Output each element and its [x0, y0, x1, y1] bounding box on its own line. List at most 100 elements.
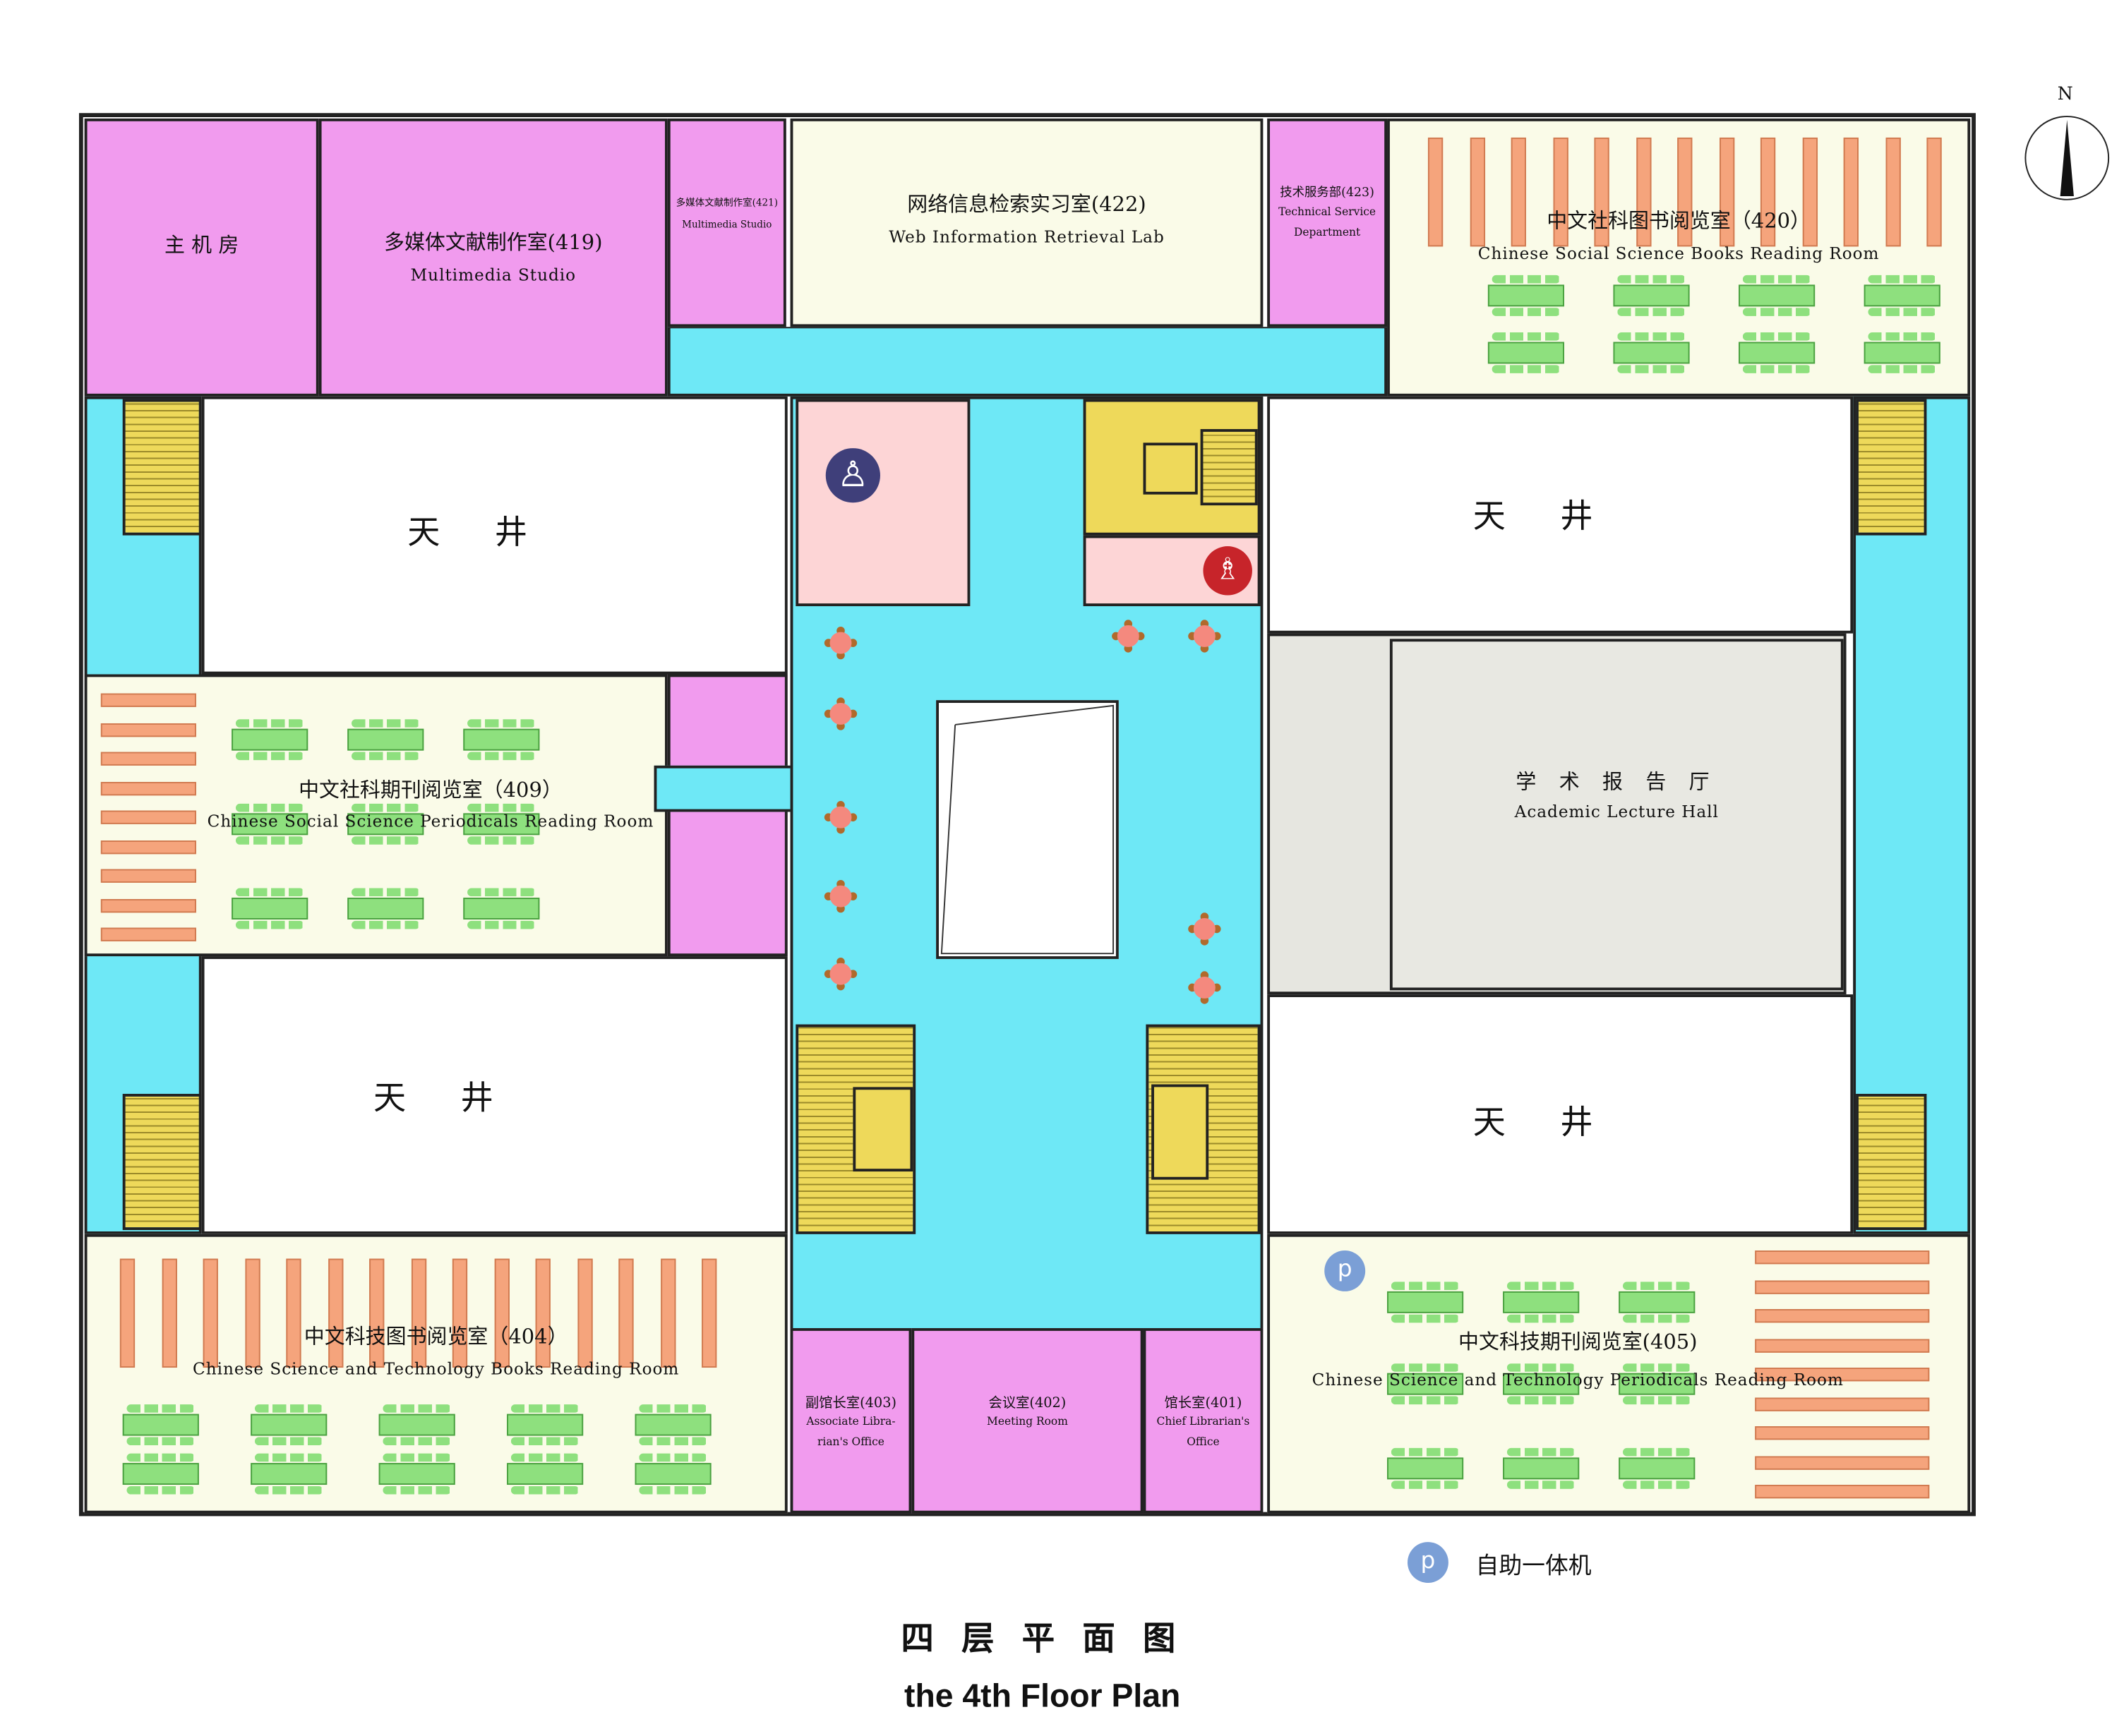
bookshelf [100, 781, 196, 795]
landing [1151, 1084, 1209, 1180]
bookshelf [244, 1258, 260, 1368]
room-label: 馆长室(401) [1164, 1396, 1242, 1411]
room-label-en: Multimedia Studio [410, 265, 577, 285]
lecture-hall[interactable]: 学 术 报 告 厅 Academic Lecture Hall [1267, 633, 1847, 995]
reading-table [463, 888, 540, 929]
reading-table [347, 803, 424, 845]
bookshelf [1552, 137, 1568, 247]
bookshelf [1755, 1455, 1930, 1469]
room-409[interactable]: 中文社科期刊阅览室（409） Chinese Social Science Pe… [84, 674, 668, 957]
bookshelf [161, 1258, 176, 1368]
reading-table [1739, 332, 1816, 373]
reading-table [1613, 275, 1690, 316]
room-label-en: Web Information Retrieval Lab [889, 227, 1165, 247]
bookshelf [535, 1258, 551, 1368]
reading-table [463, 719, 540, 761]
room-label: 技术服务部(423) [1280, 186, 1374, 200]
bookshelf [369, 1258, 385, 1368]
reading-table [251, 1453, 328, 1495]
seating-stool [829, 703, 852, 725]
seating-stool [829, 963, 852, 985]
room-401[interactable]: 馆长室(401) Chief Librarian's Office [1143, 1328, 1264, 1514]
reading-table [232, 803, 308, 845]
bookshelf [410, 1258, 426, 1368]
bookshelf [1926, 137, 1942, 247]
bookshelf [328, 1258, 343, 1368]
seating-stool [829, 632, 852, 654]
bookshelf [1755, 1426, 1930, 1440]
elevator-icon [853, 1087, 913, 1172]
womens-restroom[interactable]: ♗ [1083, 535, 1261, 606]
north-corridor [667, 327, 1388, 397]
reading-table [122, 1404, 199, 1446]
lightwell-label: 天井 [1472, 1103, 1648, 1142]
reading-table [1487, 275, 1564, 316]
reading-table [1503, 1363, 1580, 1405]
room-405[interactable]: p 中文科技期刊阅览室(405) Chinese Science and Tec… [1267, 1234, 1971, 1514]
bookshelf [1760, 137, 1776, 247]
bookshelf [100, 723, 196, 737]
seating-stool [829, 806, 852, 828]
lightwell: 天井 [1267, 396, 1854, 634]
room-label-en: Academic Lecture Hall [1514, 802, 1719, 821]
bookshelf [1843, 137, 1859, 247]
room-419[interactable]: 多媒体文献制作室(419) Multimedia Studio [318, 118, 668, 397]
reading-table [1619, 1363, 1696, 1405]
reading-table [635, 1453, 712, 1495]
reading-table [1487, 332, 1564, 373]
bookshelf [493, 1258, 509, 1368]
room-422[interactable]: 网络信息检索实习室(422) Web Information Retrieval… [790, 118, 1264, 327]
reading-table [1864, 332, 1940, 373]
room-420[interactable]: 中文社科图书阅览室（420） Chinese Social Science Bo… [1387, 118, 1971, 397]
self-service-kiosk-marker[interactable]: p [1324, 1250, 1366, 1291]
bookshelf [100, 927, 196, 941]
room-label: 主 机 房 [164, 233, 239, 258]
room-421[interactable]: 多媒体文献制作室(421) Multimedia Studio [667, 118, 786, 327]
room-label: 副馆长室(403) [805, 1396, 897, 1411]
bookshelf [1755, 1279, 1930, 1294]
reading-table [347, 888, 424, 929]
room-label: 学 术 报 告 厅 [1516, 769, 1718, 795]
room-label-en: Technical Service [1278, 205, 1376, 218]
room-label-en: Office [1187, 1435, 1220, 1448]
compass [2024, 116, 2110, 200]
room-label: 多媒体文献制作室(419) [384, 230, 603, 255]
room-404[interactable]: 中文科技图书阅览室（404） Chinese Science and Techn… [84, 1234, 788, 1514]
atrium-void [936, 700, 1119, 959]
small-office[interactable] [667, 674, 788, 957]
hall-main [1389, 639, 1844, 991]
bookshelf [1469, 137, 1485, 247]
lightwell-label: 天井 [1472, 497, 1648, 536]
bookshelf [100, 840, 196, 854]
server-room[interactable]: 主 机 房 [84, 118, 319, 397]
reading-table [347, 719, 424, 761]
room-label: 多媒体文献制作室(421) [676, 197, 779, 209]
bookshelf [660, 1258, 676, 1368]
room-label-en: Chinese Social Science Books Reading Roo… [1477, 243, 1880, 263]
mens-restroom[interactable]: ♙ [796, 399, 971, 606]
bookshelf [618, 1258, 634, 1368]
room-label-en: Chinese Social Science Periodicals Readi… [207, 812, 654, 831]
lightwell: 天井 [201, 956, 788, 1234]
reading-table [507, 1404, 584, 1446]
reading-table [1619, 1447, 1696, 1489]
room-label: 会议室(402) [988, 1396, 1067, 1411]
bookshelf [1677, 137, 1693, 247]
room-label-en: Chief Librarian's [1156, 1415, 1250, 1428]
legend-kiosk-icon: p [1407, 1542, 1448, 1584]
room-403[interactable]: 副馆长室(403) Associate Libra- rian's Office [790, 1328, 912, 1514]
atrium-outline [940, 704, 1115, 955]
male-icon: ♙ [825, 448, 880, 503]
room-402[interactable]: 会议室(402) Meeting Room [911, 1328, 1144, 1514]
reading-table [378, 1404, 455, 1446]
room-423[interactable]: 技术服务部(423) Technical Service Department [1267, 118, 1388, 327]
reading-table [635, 1404, 712, 1446]
bookshelf [100, 693, 196, 707]
reading-table [1387, 1363, 1464, 1405]
bookshelf [1427, 137, 1444, 247]
bookshelf [1755, 1250, 1930, 1265]
stairs [796, 1024, 916, 1234]
seating-stool [829, 885, 852, 908]
north-arrow-icon [2060, 119, 2074, 196]
